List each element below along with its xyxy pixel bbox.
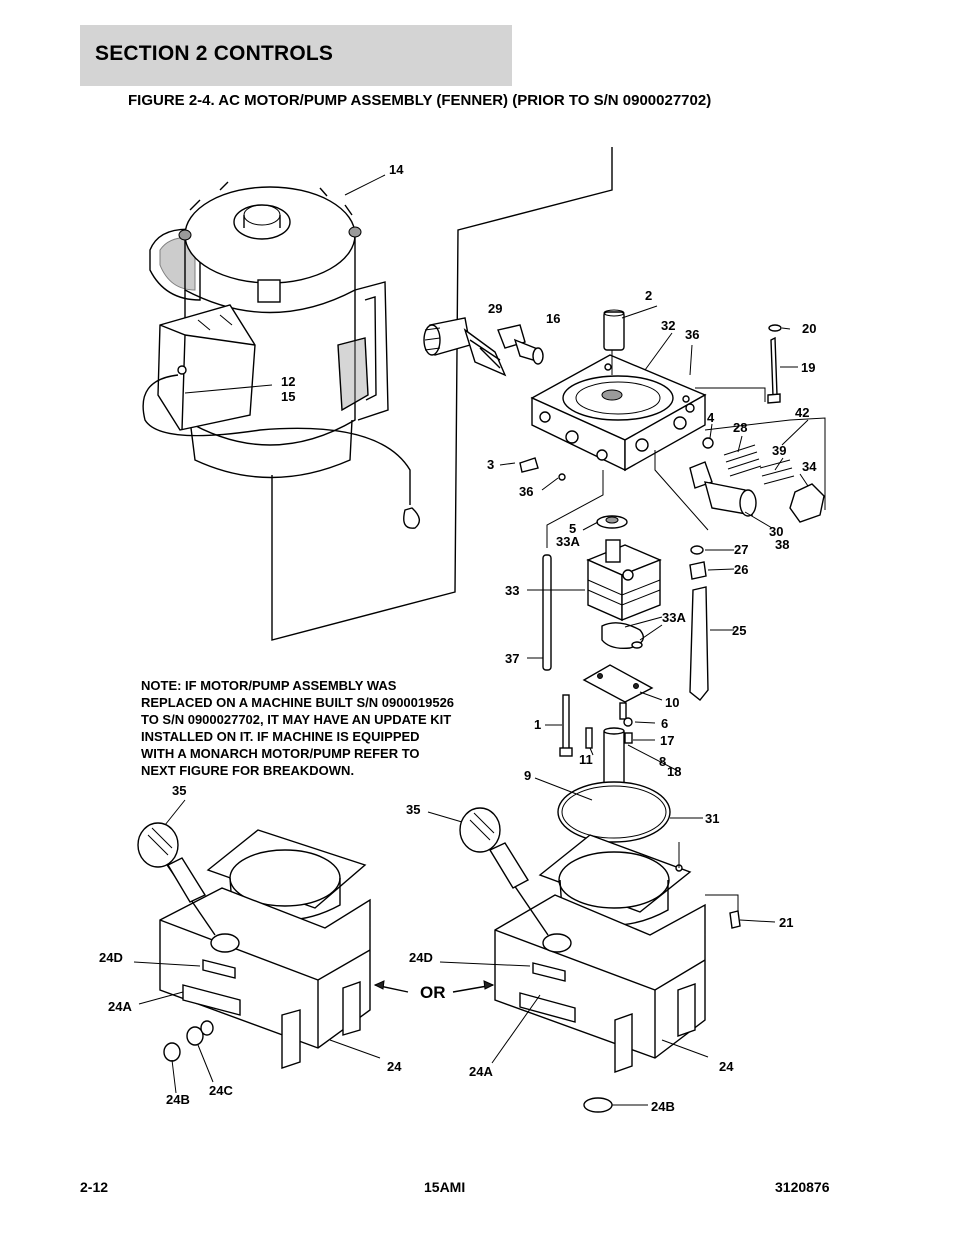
callout-3: 3 [487, 457, 494, 472]
footer-model: 15AMI [424, 1179, 466, 1195]
callout-21: 21 [779, 915, 793, 930]
callout-24a-b: 24A [469, 1064, 493, 1079]
callout-14: 14 [389, 162, 404, 177]
callout-15: 15 [281, 389, 295, 404]
callout-10: 10 [665, 695, 679, 710]
callout-20: 20 [802, 321, 816, 336]
section-banner: SECTION 2 CONTROLS [80, 25, 512, 86]
callout-27: 27 [734, 542, 748, 557]
callout-19: 19 [801, 360, 815, 375]
callout-37: 37 [505, 651, 519, 666]
reservoir-left [137, 822, 371, 1069]
note-text: NOTE: IF MOTOR/PUMP ASSEMBLY WAS REPLACE… [141, 678, 455, 778]
callout-24c: 24C [209, 1083, 233, 1098]
callout-36: 36 [685, 327, 699, 342]
gear-pump [542, 470, 709, 843]
valve-cartridges [423, 317, 544, 377]
section-title: SECTION 2 CONTROLS [95, 42, 334, 65]
callout-25: 25 [732, 623, 746, 638]
ac-motor [142, 147, 613, 641]
callout-18: 18 [667, 764, 681, 779]
callout-30: 30 [769, 524, 783, 539]
callout-24: 24 [387, 1059, 402, 1074]
callout-33a: 33A [556, 534, 580, 549]
callout-24b: 24B [166, 1092, 190, 1107]
callout-24d: 24D [99, 950, 123, 965]
callout-38: 38 [775, 537, 789, 552]
callout-17: 17 [660, 733, 674, 748]
callout-4: 4 [707, 410, 715, 425]
callout-6: 6 [661, 716, 668, 731]
callout-29: 29 [488, 301, 502, 316]
callout-8: 8 [659, 754, 666, 769]
callout-11: 11 [579, 752, 593, 767]
figure-title: FIGURE 2-4. AC MOTOR/PUMP ASSEMBLY (FENN… [128, 92, 712, 109]
callout-24b-b: 24B [651, 1099, 675, 1114]
callout-32: 32 [661, 318, 675, 333]
callout-26: 26 [734, 562, 748, 577]
callout-labels: 14 2 29 16 32 36 20 19 42 12 15 4 28 39 … [99, 162, 817, 1114]
callout-36b: 36 [519, 484, 533, 499]
callout-34: 34 [802, 459, 817, 474]
callout-5: 5 [569, 521, 576, 536]
or-label: OR [420, 983, 446, 1002]
callout-9: 9 [524, 768, 531, 783]
leader-lines [133, 174, 809, 1106]
callout-2: 2 [645, 288, 652, 303]
manifold-block [530, 309, 707, 472]
callout-39: 39 [772, 443, 786, 458]
callout-42: 42 [795, 405, 809, 420]
callout-12: 12 [281, 374, 295, 389]
callout-16: 16 [546, 311, 560, 326]
callout-35b: 35 [406, 802, 420, 817]
callout-24d-b: 24D [409, 950, 433, 965]
callout-1: 1 [534, 717, 541, 732]
footer-doc-number: 3120876 [775, 1179, 830, 1195]
callout-33a-b: 33A [662, 610, 686, 625]
callout-33: 33 [505, 583, 519, 598]
right-parts [519, 324, 826, 531]
callout-24-b: 24 [719, 1059, 734, 1074]
callout-35: 35 [172, 783, 186, 798]
or-arrows [373, 980, 495, 993]
callout-31: 31 [705, 811, 719, 826]
callout-28: 28 [733, 420, 747, 435]
reservoir-right [459, 807, 741, 1113]
footer-page-number: 2-12 [80, 1179, 109, 1195]
callout-24a: 24A [108, 999, 132, 1014]
